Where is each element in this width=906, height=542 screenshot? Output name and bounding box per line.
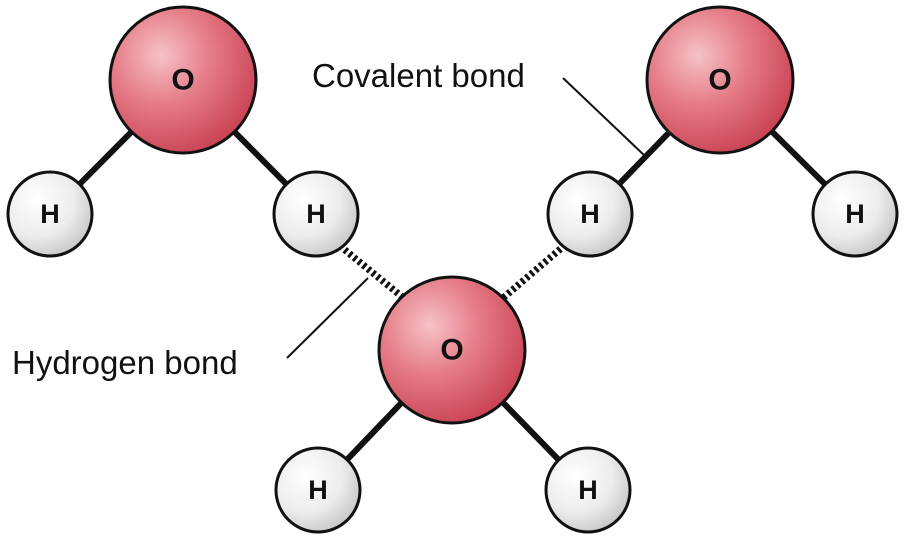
oxygen-atom: O — [645, 5, 795, 155]
oxygen-atom: O — [377, 275, 527, 425]
hydrogen-atom-label: H — [845, 199, 865, 229]
oxygen-atom: O — [108, 5, 258, 155]
hydrogen-bonds — [337, 242, 568, 303]
hydrogen-atom: H — [811, 170, 899, 258]
water-molecule-bottom: O H H — [274, 275, 632, 534]
hydrogen-atom-label: H — [306, 199, 326, 229]
hydrogen-atom-label: H — [308, 475, 328, 505]
hydrogen-atom-label: H — [40, 199, 60, 229]
hydrogen-atom: H — [546, 170, 634, 258]
oxygen-atom-label: O — [708, 64, 731, 97]
water-molecule-left: O H H — [6, 5, 360, 258]
covalent-bond-leader-line — [562, 77, 646, 157]
hydrogen-atom: H — [274, 446, 362, 534]
callout-lines — [286, 77, 646, 359]
hydrogen-bond-leader-line — [286, 277, 369, 359]
hydrogen-bond-left — [337, 243, 409, 303]
oxygen-atom-label: O — [440, 334, 463, 367]
hydrogen-bond-label: Hydrogen bond — [12, 344, 238, 381]
hydrogen-atom-label: H — [578, 475, 598, 505]
hydrogen-atom: H — [272, 170, 360, 258]
covalent-bond-label: Covalent bond — [312, 57, 525, 94]
hydrogen-bond-right — [500, 242, 568, 301]
water-molecule-right: O H H — [546, 5, 899, 258]
hydrogen-atom: H — [6, 170, 94, 258]
hydrogen-atom-label: H — [580, 199, 600, 229]
hydrogen-atom: H — [544, 446, 632, 534]
oxygen-atom-label: O — [171, 64, 194, 97]
